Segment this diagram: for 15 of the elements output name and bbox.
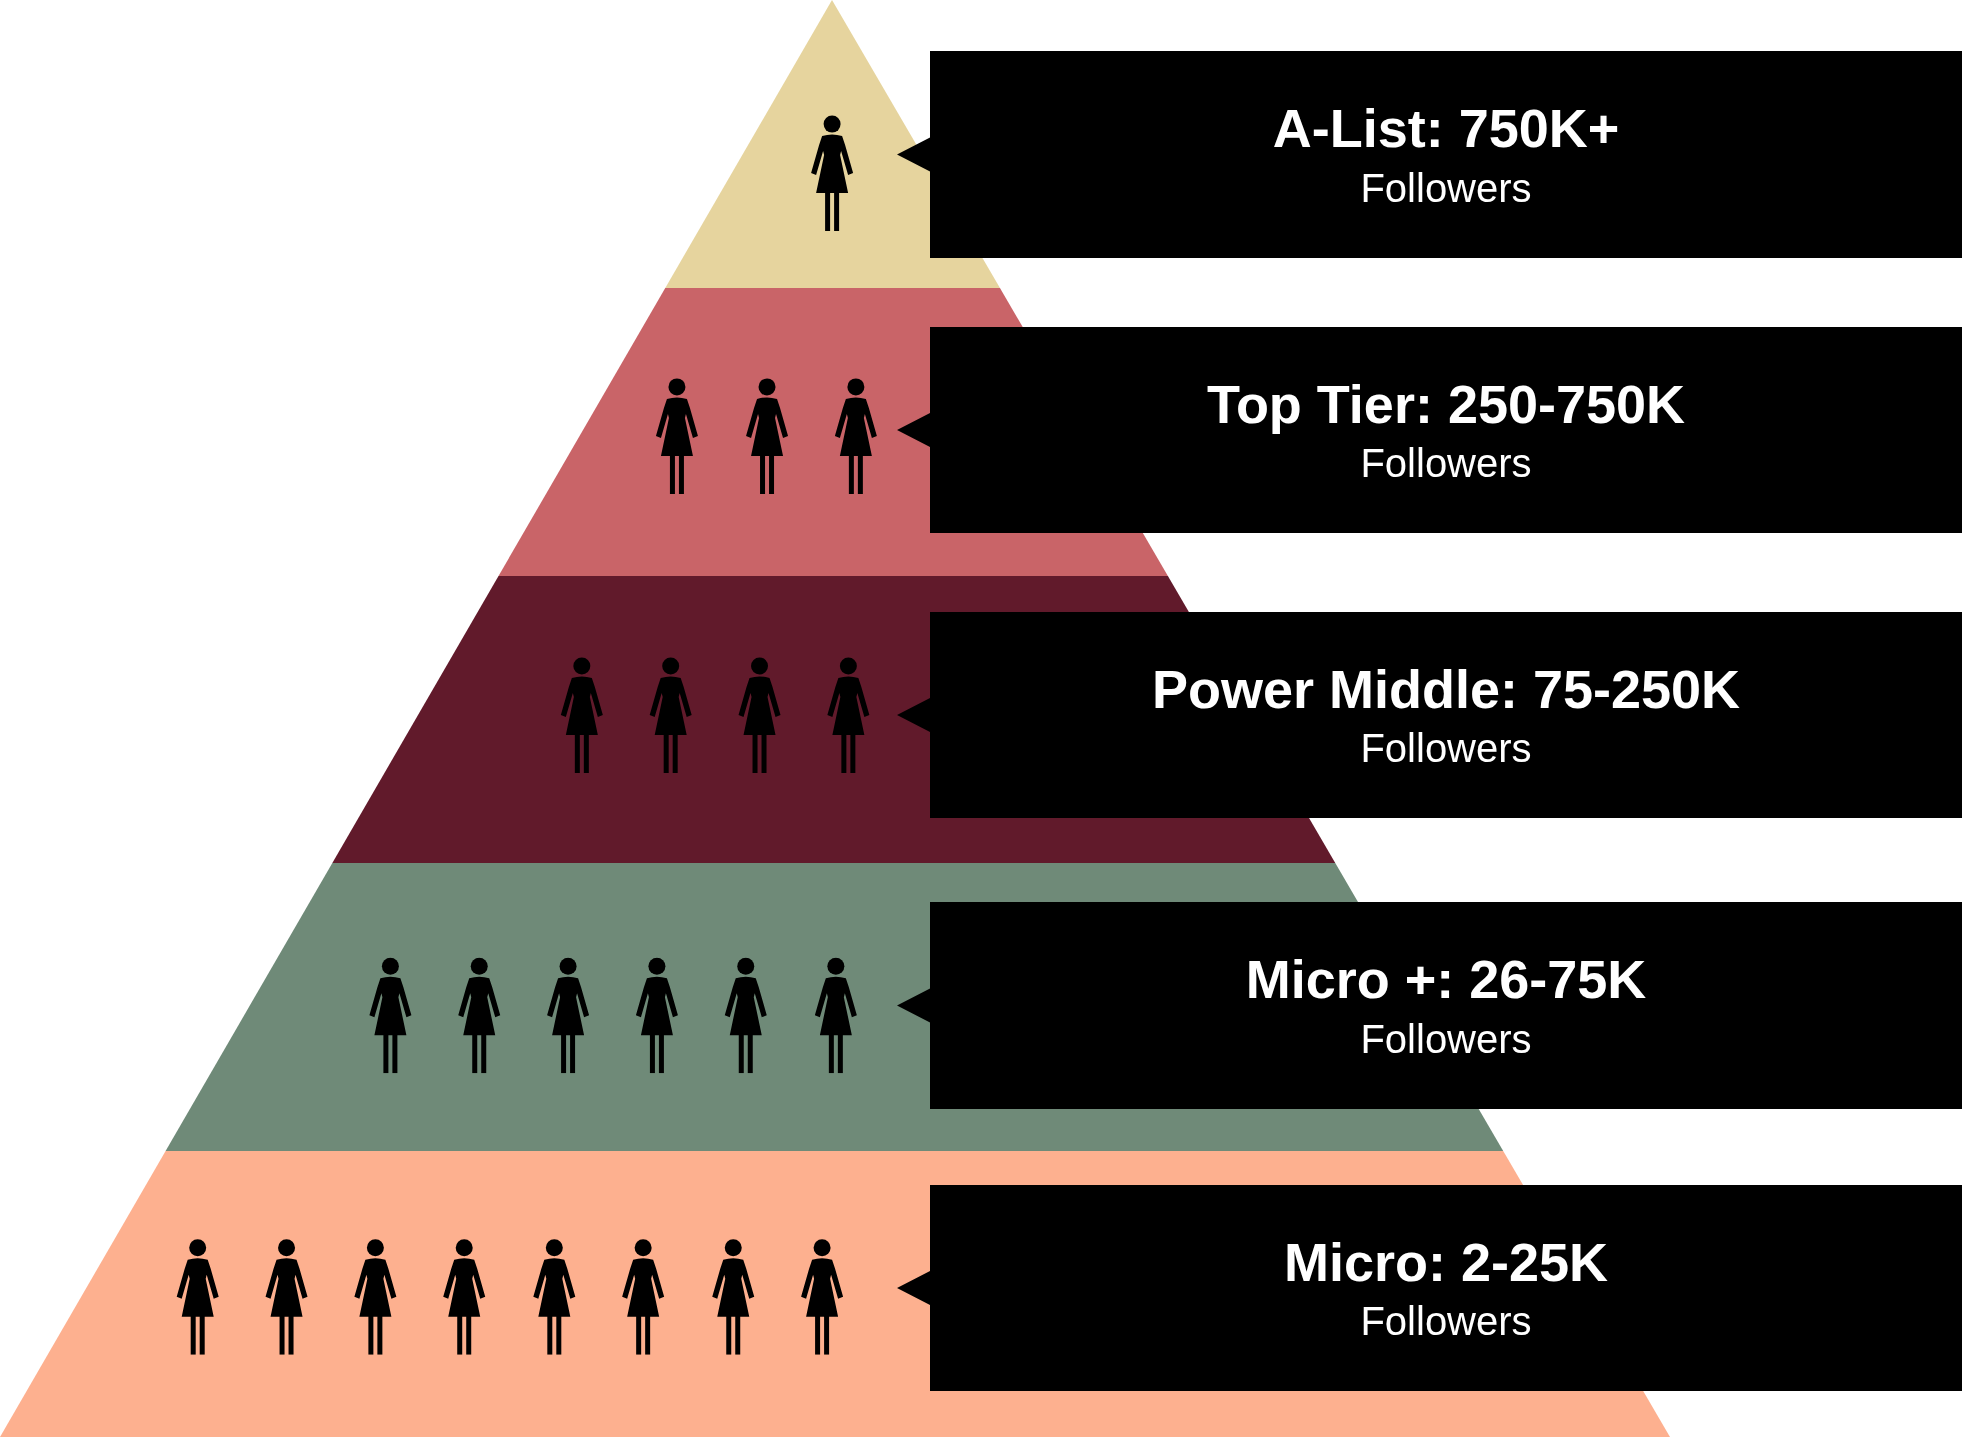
callout-box	[897, 327, 1962, 533]
callout-box	[897, 612, 1962, 818]
tier-subtitle: Followers	[1360, 1015, 1532, 1063]
callout-box	[897, 51, 1962, 258]
tier-title: Micro +: 26-75K	[1245, 948, 1647, 1011]
tier-subtitle: Followers	[1360, 1298, 1532, 1346]
tier-subtitle: Followers	[1360, 725, 1532, 773]
callout-box	[897, 902, 1962, 1109]
tier-title: Power Middle: 75-250K	[1151, 657, 1741, 721]
tier-subtitle: Followers	[1360, 440, 1532, 488]
tier-title: A-List: 750K+	[1272, 97, 1620, 160]
tier-title: Top Tier: 250-750K	[1206, 372, 1686, 436]
tier-subtitle: Followers	[1360, 164, 1532, 212]
tier-title: Micro: 2-25K	[1283, 1230, 1609, 1294]
callout-box	[897, 1185, 1962, 1391]
